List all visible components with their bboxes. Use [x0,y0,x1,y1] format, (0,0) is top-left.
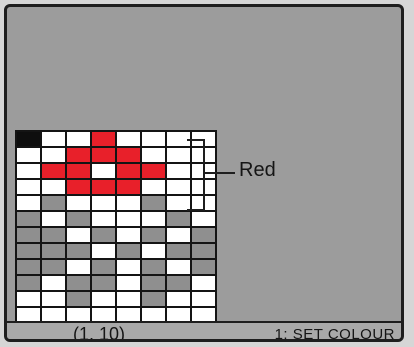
mode-indicator: 1: SET COLOUR [275,326,395,342]
editor-screen: Red (1, 10) 1: SET COLOUR [4,4,404,342]
selection-bracket [187,139,205,211]
color-label: Red [239,159,276,182]
pixel-grid[interactable] [15,130,215,322]
status-bar: (1, 10) 1: SET COLOUR [7,321,401,342]
label-pointer-line [203,172,235,174]
cursor-coordinates: (1, 10) [73,324,125,342]
